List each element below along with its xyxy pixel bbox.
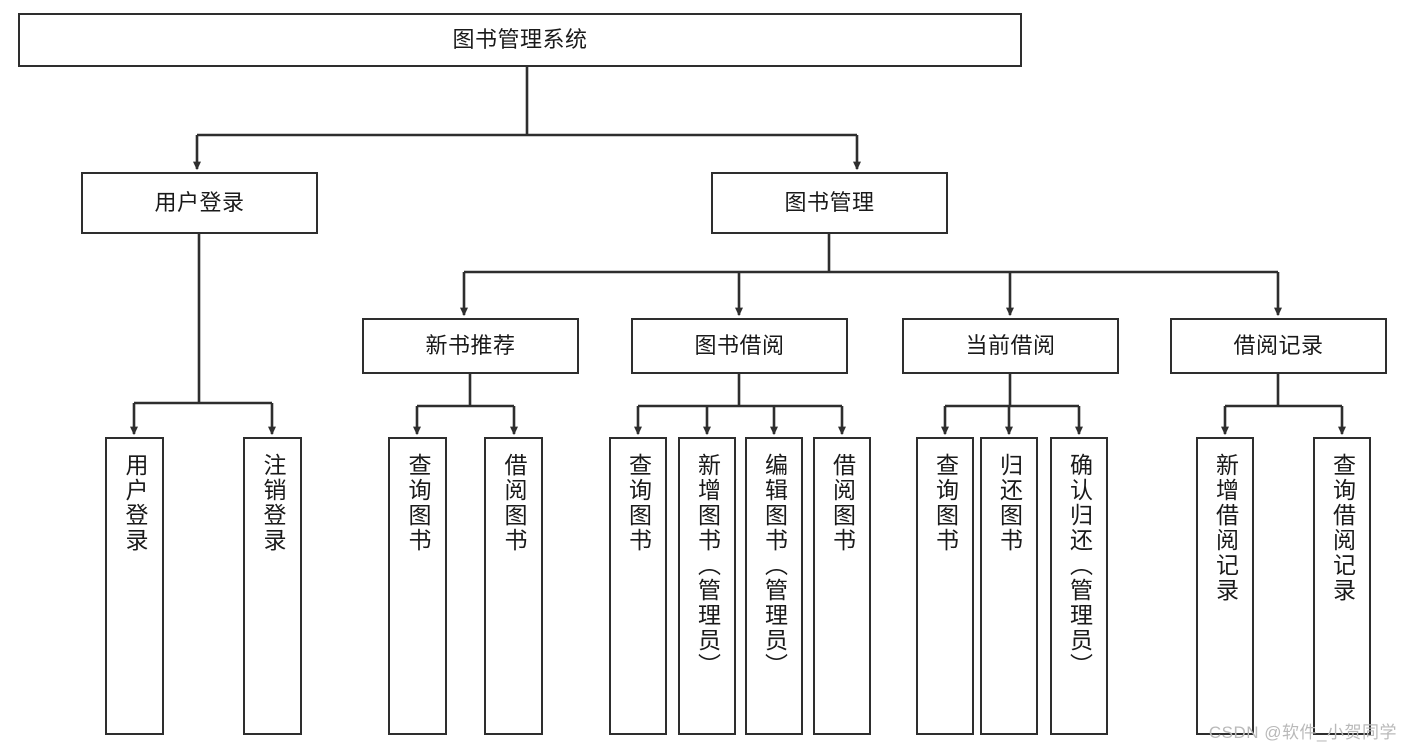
node-leaf-add-record-label: 新增借阅记录	[1212, 453, 1239, 603]
node-leaf-logout[interactable]: 注销登录	[243, 437, 302, 735]
node-new-book-rec-label: 新书推荐	[425, 332, 516, 358]
node-current-borrow-label: 当前借阅	[965, 332, 1056, 358]
edge-group-book-borrow	[634, 374, 846, 436]
edge-group-current-borrow	[941, 374, 1083, 436]
node-leaf-borrow-book-1-label: 借阅图书	[501, 453, 527, 553]
node-leaf-confirm-return[interactable]: 确认归还（管理员）	[1050, 437, 1108, 735]
edge-group-user-login	[130, 234, 276, 436]
node-leaf-query-record[interactable]: 查询借阅记录	[1313, 437, 1371, 735]
node-leaf-add-book-label: 新增图书（管理员）	[694, 453, 721, 678]
node-leaf-edit-book[interactable]: 编辑图书（管理员）	[745, 437, 803, 735]
node-root[interactable]: 图书管理系统	[18, 13, 1022, 67]
edge-group-new-book-rec	[413, 374, 518, 436]
node-leaf-confirm-return-label: 确认归还（管理员）	[1066, 453, 1093, 678]
edge-group-root	[193, 67, 861, 171]
node-leaf-logout-label: 注销登录	[260, 453, 286, 553]
node-leaf-borrow-book-1[interactable]: 借阅图书	[484, 437, 543, 735]
node-leaf-query-book-3[interactable]: 查询图书	[916, 437, 974, 735]
node-leaf-query-book-2[interactable]: 查询图书	[609, 437, 667, 735]
node-leaf-borrow-book-2-label: 借阅图书	[829, 453, 856, 553]
node-leaf-query-book-2-label: 查询图书	[625, 453, 652, 553]
node-leaf-edit-book-label: 编辑图书（管理员）	[761, 453, 788, 678]
node-leaf-add-record[interactable]: 新增借阅记录	[1196, 437, 1254, 735]
node-current-borrow[interactable]: 当前借阅	[902, 318, 1119, 374]
node-user-login[interactable]: 用户登录	[81, 172, 318, 234]
node-leaf-return-book-label: 归还图书	[996, 453, 1023, 553]
node-leaf-query-book-1[interactable]: 查询图书	[388, 437, 447, 735]
node-borrow-record-label: 借阅记录	[1233, 332, 1324, 358]
node-leaf-return-book[interactable]: 归还图书	[980, 437, 1038, 735]
node-book-manage[interactable]: 图书管理	[711, 172, 948, 234]
node-user-login-label: 用户登录	[154, 189, 245, 215]
node-borrow-record[interactable]: 借阅记录	[1170, 318, 1387, 374]
node-book-borrow-label: 图书借阅	[694, 332, 785, 358]
node-leaf-add-book[interactable]: 新增图书（管理员）	[678, 437, 736, 735]
node-root-label: 图书管理系统	[452, 26, 588, 52]
edge-group-borrow-record	[1221, 374, 1346, 436]
node-leaf-query-book-3-label: 查询图书	[932, 453, 959, 553]
node-leaf-user-login-label: 用户登录	[122, 453, 148, 553]
node-leaf-user-login[interactable]: 用户登录	[105, 437, 164, 735]
edge-group-book-manage	[460, 234, 1282, 317]
node-new-book-rec[interactable]: 新书推荐	[362, 318, 579, 374]
node-leaf-query-book-1-label: 查询图书	[405, 453, 431, 553]
node-book-manage-label: 图书管理	[784, 189, 875, 215]
node-book-borrow[interactable]: 图书借阅	[631, 318, 848, 374]
node-leaf-borrow-book-2[interactable]: 借阅图书	[813, 437, 871, 735]
node-leaf-query-record-label: 查询借阅记录	[1329, 453, 1356, 603]
